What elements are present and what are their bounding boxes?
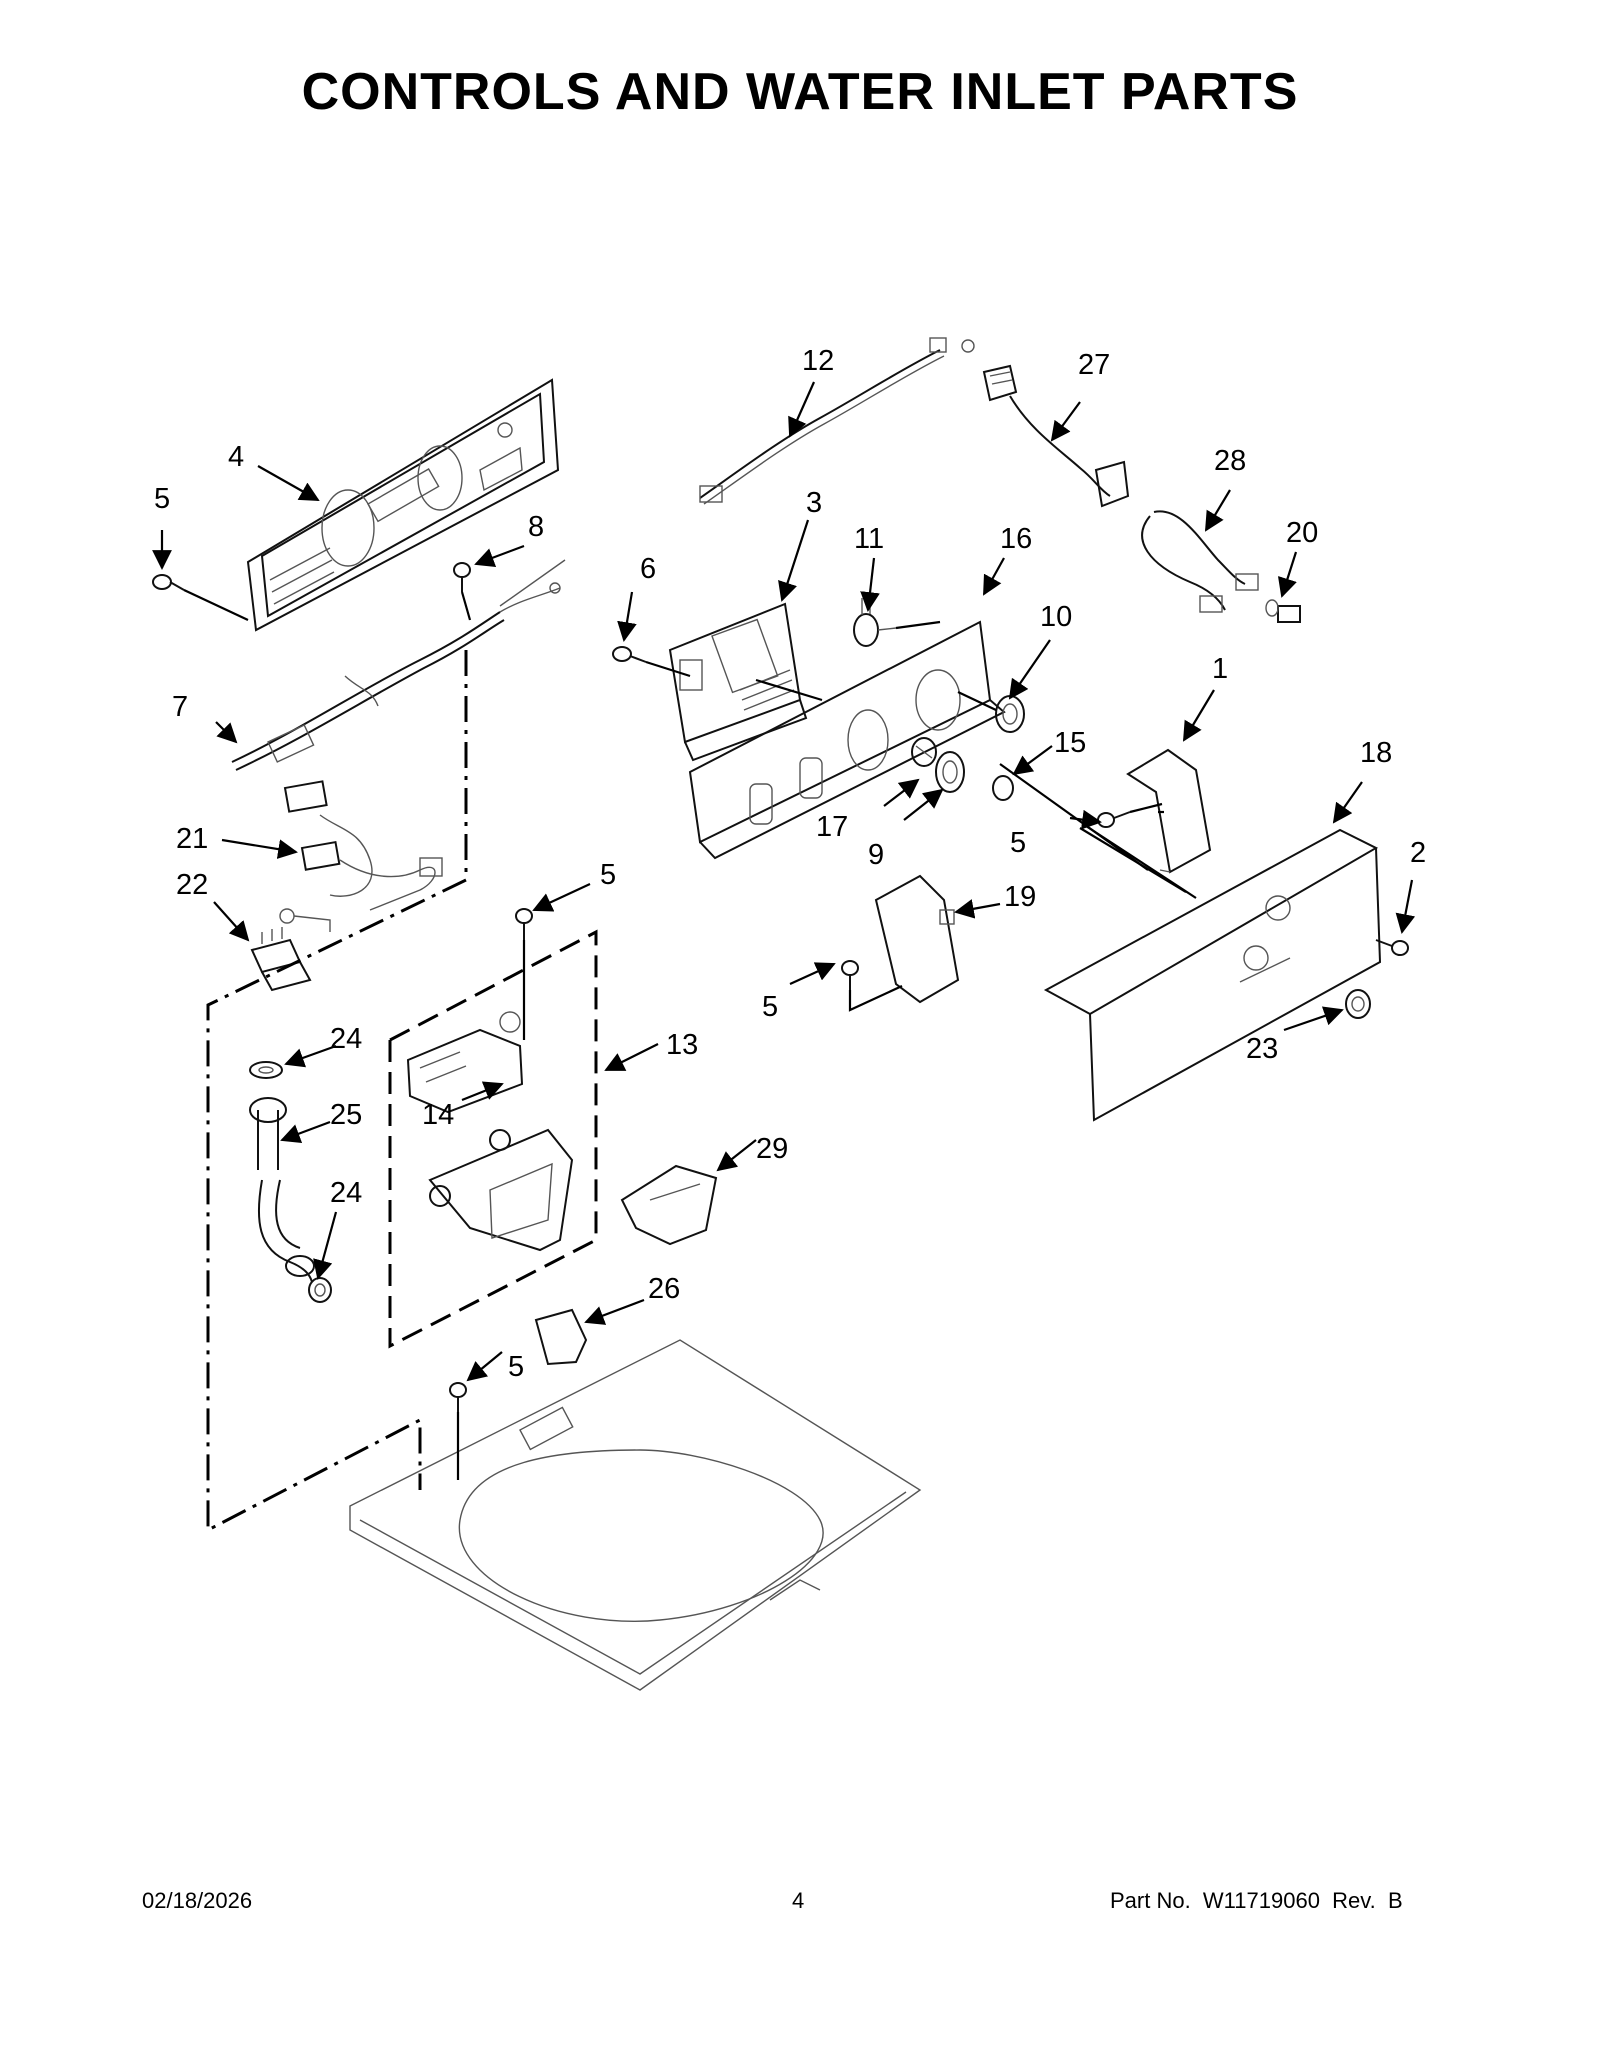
callout-20: 20 (1286, 517, 1318, 549)
callout-arrows (152, 381, 1416, 1382)
assembly-lines (183, 589, 1197, 1480)
callout-14: 14 (422, 1099, 454, 1131)
callout-24-bottom: 24 (330, 1177, 362, 1209)
console-frame (1126, 748, 1212, 874)
callout-23: 23 (1246, 1033, 1278, 1065)
lower-harness (279, 780, 443, 932)
knob-17 (911, 737, 937, 767)
button-15 (992, 775, 1014, 801)
callout-8: 8 (528, 511, 544, 543)
callout-12: 12 (802, 345, 834, 377)
callout-24-top: 24 (330, 1023, 362, 1055)
harness-27 (1009, 395, 1130, 508)
footer-page-number: 4 (792, 1888, 805, 1913)
top-frame (349, 1339, 922, 1691)
callout-22: 22 (176, 869, 208, 901)
callout-19: 19 (1004, 881, 1036, 913)
rear-panel-bracket (246, 378, 560, 632)
footer-date: 02/18/2026 (142, 1888, 253, 1913)
callout-21: 21 (176, 823, 208, 855)
screw-8 (453, 562, 471, 592)
callout-4: 4 (228, 441, 244, 473)
callout-5-endcap: 5 (762, 991, 778, 1023)
callout-17: 17 (816, 811, 848, 843)
connector-20 (1265, 599, 1301, 623)
footer-part-number: Part No. W11719060 Rev. B (1110, 1888, 1403, 1913)
callout-28: 28 (1214, 445, 1246, 477)
boundary-lines (206, 650, 598, 1533)
encoder-switch (853, 598, 897, 647)
callout-18: 18 (1360, 737, 1392, 769)
callout-10: 10 (1040, 601, 1072, 633)
callout-5-left: 5 (154, 483, 170, 515)
screw-6 (612, 646, 647, 663)
connector-block (250, 927, 312, 992)
callout-16: 16 (1000, 523, 1032, 555)
harness-12 (699, 337, 975, 505)
callout-15: 15 (1054, 727, 1086, 759)
screw-5-left (152, 574, 185, 591)
callout-3: 3 (806, 487, 822, 519)
callout-2: 2 (1410, 837, 1426, 869)
callout-11: 11 (854, 523, 884, 555)
console-panel (1043, 828, 1382, 1122)
screw-5-mid (515, 908, 533, 940)
console-end-cap (874, 874, 960, 1004)
grommet (1345, 989, 1371, 1019)
screw-5-console (1097, 811, 1131, 828)
control-board (668, 602, 808, 762)
bracket-29 (620, 1164, 718, 1246)
callout-1: 1 (1212, 653, 1228, 685)
page-title: CONTROLS AND WATER INLET PARTS (301, 63, 1299, 121)
knob-9 (935, 751, 965, 793)
callout-26: 26 (648, 1273, 680, 1305)
inlet-hose (249, 1097, 315, 1283)
washer-top (249, 1061, 283, 1079)
callout-5-console: 5 (1010, 827, 1026, 859)
callout-9: 9 (868, 839, 884, 871)
callout-13: 13 (666, 1029, 698, 1061)
callout-5-mid: 5 (600, 859, 616, 891)
washer-bottom (308, 1277, 332, 1303)
callout-25: 25 (330, 1099, 362, 1131)
callout-27: 27 (1078, 349, 1110, 381)
callout-7: 7 (172, 691, 188, 723)
callout-5-bottom: 5 (508, 1351, 524, 1383)
screw-5-endcap (841, 960, 859, 990)
callout-labels: 4 5 8 7 21 22 6 3 12 27 28 20 11 16 10 1… (154, 345, 1426, 1383)
connector-27-top (982, 364, 1018, 402)
screw-5-bottom (449, 1382, 467, 1412)
clip-26 (534, 1308, 588, 1366)
callout-29: 29 (756, 1133, 788, 1165)
callout-6: 6 (640, 553, 656, 585)
main-wire-harness (231, 559, 566, 771)
screw-2 (1375, 939, 1409, 956)
water-valve-assembly (406, 1011, 574, 1252)
harness-28 (1141, 510, 1259, 613)
